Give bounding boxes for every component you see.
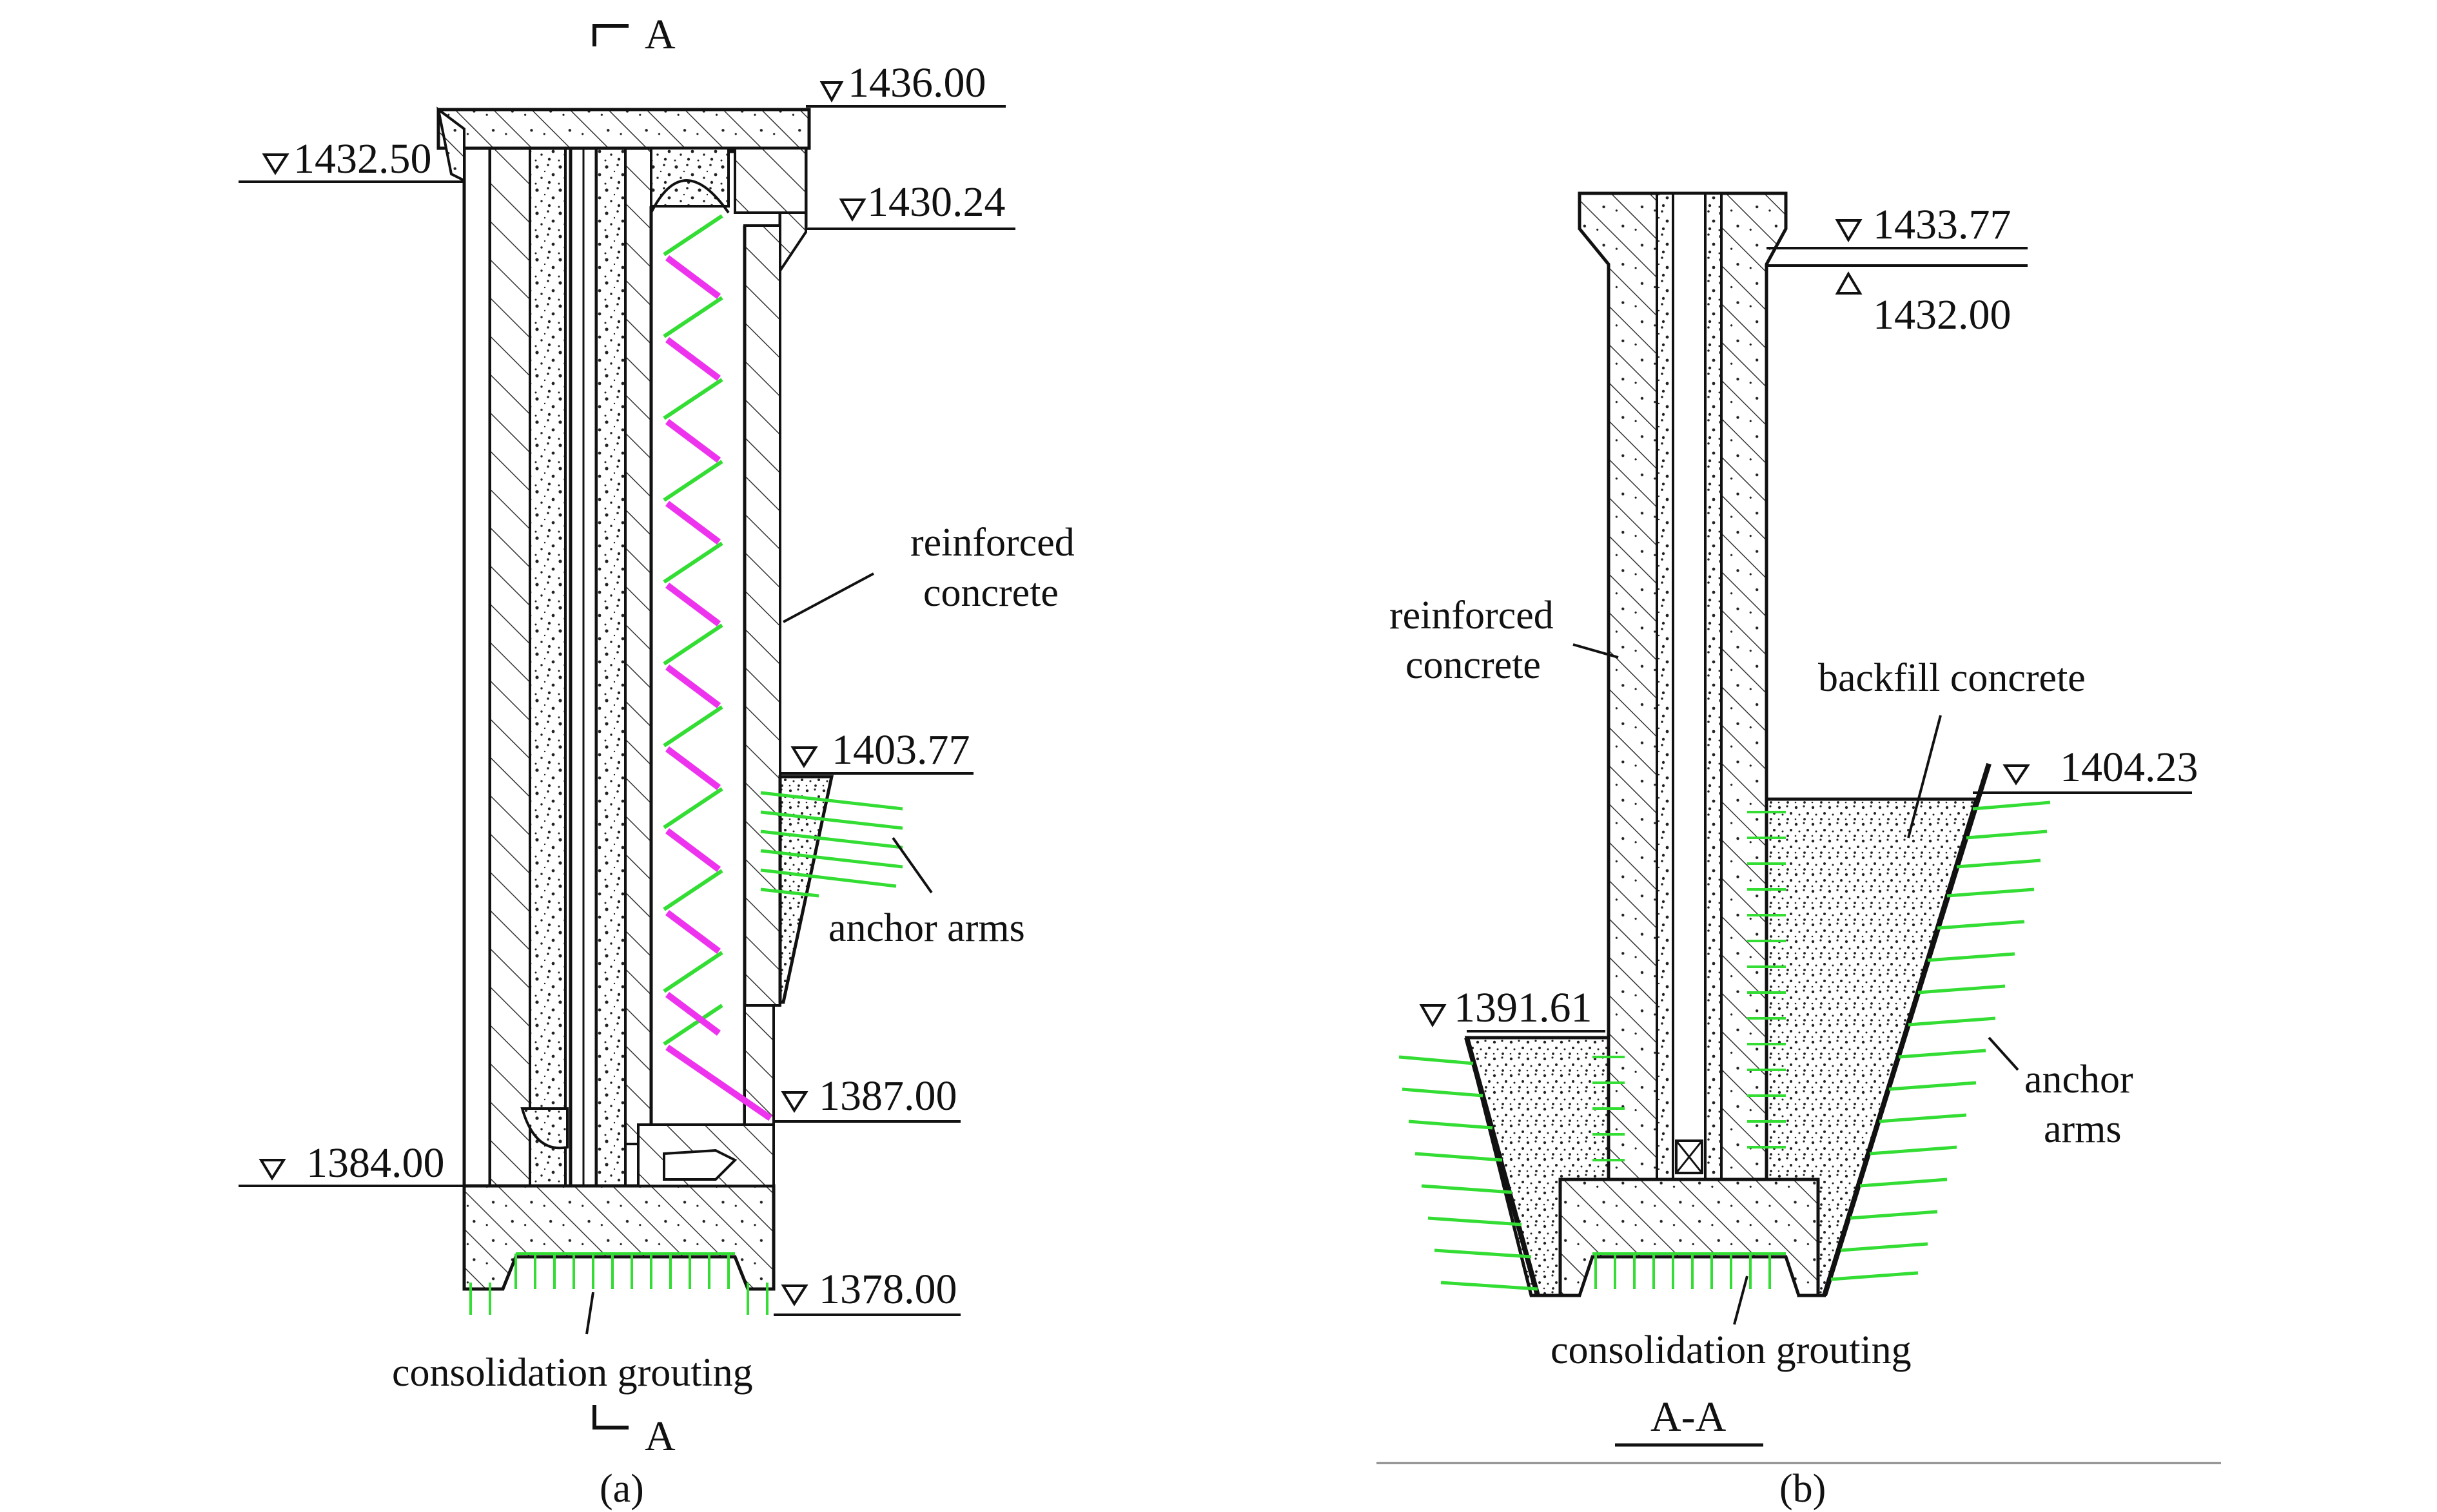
label-anchor-arms-b: anchor arms — [1988, 1036, 2133, 1151]
elevation-1387: 1387.00 — [774, 1072, 961, 1123]
label-anchor-arms-a: anchor arms — [828, 837, 1025, 950]
section-mark-top-label: A — [645, 11, 676, 58]
elevation-1430-24: 1430.24 — [806, 179, 1015, 230]
caption-b: (b) — [1779, 1467, 1826, 1511]
elevation-1378: 1378.00 — [774, 1266, 961, 1316]
svg-text:1387.00: 1387.00 — [819, 1072, 957, 1119]
elevation-1404-23: 1404.23 — [1973, 744, 2198, 794]
svg-text:A-A: A-A — [1650, 1393, 1727, 1440]
section-title-aa: A-A — [1376, 1393, 2221, 1464]
elevation-1391-61: 1391.61 — [1419, 984, 1605, 1032]
svg-text:1378.00: 1378.00 — [819, 1266, 957, 1313]
elevation-1433-77: 1433.77 — [1767, 201, 2028, 249]
panel-b: 1433.77 1432.00 1404.23 1391.61 reinforc… — [1376, 191, 2221, 1511]
panel-a: A — [239, 11, 1075, 1511]
svg-text:1432.00: 1432.00 — [1873, 291, 2011, 338]
elevation-1403-77: 1403.77 — [780, 726, 974, 775]
label-reinforced-concrete-b: reinforced concrete — [1389, 594, 1619, 687]
svg-text:backfill concrete: backfill concrete — [1818, 656, 2086, 700]
label-backfill-concrete: backfill concrete — [1818, 656, 2086, 838]
stair-flight — [663, 214, 723, 1046]
stair-run — [665, 255, 772, 1121]
svg-text:1391.61: 1391.61 — [1454, 984, 1592, 1031]
elevation-1436: 1436.00 — [806, 59, 1006, 108]
svg-text:reinforced: reinforced — [910, 521, 1075, 565]
svg-text:reinforced: reinforced — [1389, 594, 1554, 637]
svg-text:concrete: concrete — [923, 571, 1059, 615]
section-mark-bottom: A — [592, 1405, 676, 1460]
label-grouting-a: consolidation grouting — [392, 1292, 753, 1395]
label-grouting-b: consolidation grouting — [1551, 1275, 1912, 1372]
elevation-1432-5: 1432.50 — [239, 135, 464, 183]
pressure-shaft-structure — [436, 106, 834, 1291]
section-mark-bottom-label: A — [645, 1413, 676, 1460]
anchor-arms-b-right — [1830, 800, 2051, 1281]
svg-text:anchor arms: anchor arms — [828, 906, 1025, 950]
svg-text:anchor: anchor — [2024, 1058, 2133, 1101]
caption-a: (a) — [600, 1467, 644, 1511]
wall-anchors-b — [1592, 811, 1786, 1161]
anchor-arms-b-left — [1398, 1055, 1538, 1291]
svg-text:arms: arms — [2044, 1107, 2122, 1151]
svg-text:consolidation grouting: consolidation grouting — [1551, 1328, 1912, 1372]
elevation-1432: 1432.00 — [1767, 264, 2028, 338]
svg-text:concrete: concrete — [1405, 643, 1541, 687]
elevation-1384: 1384.00 — [239, 1139, 464, 1187]
svg-text:1433.77: 1433.77 — [1873, 201, 2011, 248]
svg-text:1403.77: 1403.77 — [832, 726, 970, 773]
label-reinforced-concrete-a: reinforced concrete — [783, 521, 1075, 623]
grouting-a — [469, 1252, 768, 1315]
anchor-arms-a — [760, 791, 903, 898]
svg-text:1404.23: 1404.23 — [2060, 744, 2198, 791]
svg-text:1436.00: 1436.00 — [848, 59, 986, 106]
section-mark-top: A — [592, 11, 676, 58]
svg-text:1432.50: 1432.50 — [293, 135, 432, 182]
spiral-staircase — [663, 214, 772, 1121]
svg-text:1430.24: 1430.24 — [867, 179, 1006, 226]
svg-text:1384.00: 1384.00 — [306, 1139, 445, 1187]
grouting-b — [1592, 1252, 1786, 1289]
shaft-section — [1558, 191, 1820, 1297]
svg-text:consolidation grouting: consolidation grouting — [392, 1351, 753, 1395]
